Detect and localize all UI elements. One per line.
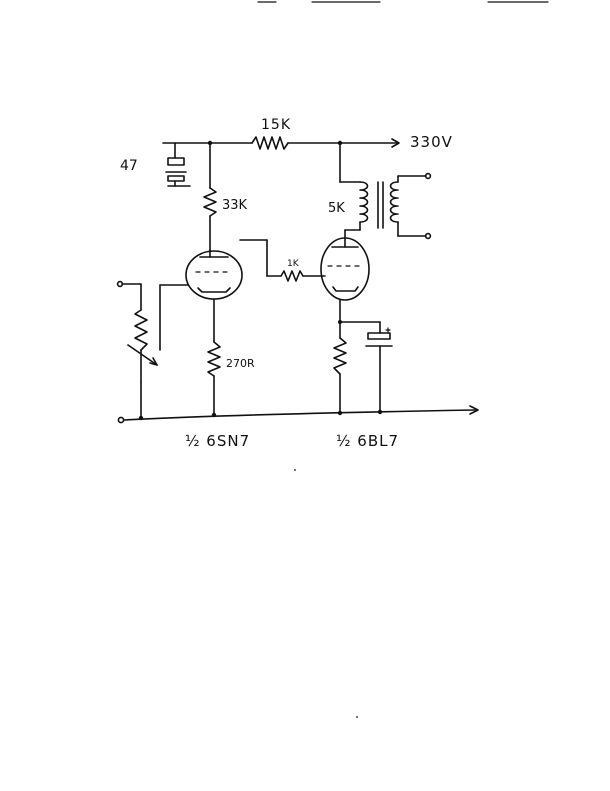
supply-arrow <box>391 138 400 148</box>
interstage <box>239 239 326 282</box>
capacitor-47 <box>165 142 191 187</box>
resistor-33k <box>203 142 217 251</box>
label-tube-6sn7: ½ 6SN7 <box>185 432 251 450</box>
label-5k: 5K <box>328 201 345 216</box>
tube-6sn7 <box>185 249 243 341</box>
label-15k: 15K <box>261 117 291 133</box>
label-cap-47: 47 <box>120 158 138 174</box>
label-33k: 33K <box>222 198 248 213</box>
tube-6bl7 <box>320 237 370 323</box>
label-supply-voltage: 330V <box>410 133 453 151</box>
input-network <box>116 280 189 419</box>
supply-rail <box>162 136 400 150</box>
resistor-15k <box>251 136 289 150</box>
label-tube-6bl7: ½ 6BL7 <box>336 432 400 450</box>
resistor-1k <box>280 270 304 282</box>
resistor-270r <box>207 339 221 415</box>
label-1k: 1K <box>287 259 299 269</box>
volume-pot <box>134 309 148 351</box>
output-transformer <box>339 142 432 240</box>
ground-rail <box>117 405 479 424</box>
cathode-network-2 <box>333 320 393 415</box>
label-270r: 270R <box>226 357 255 370</box>
